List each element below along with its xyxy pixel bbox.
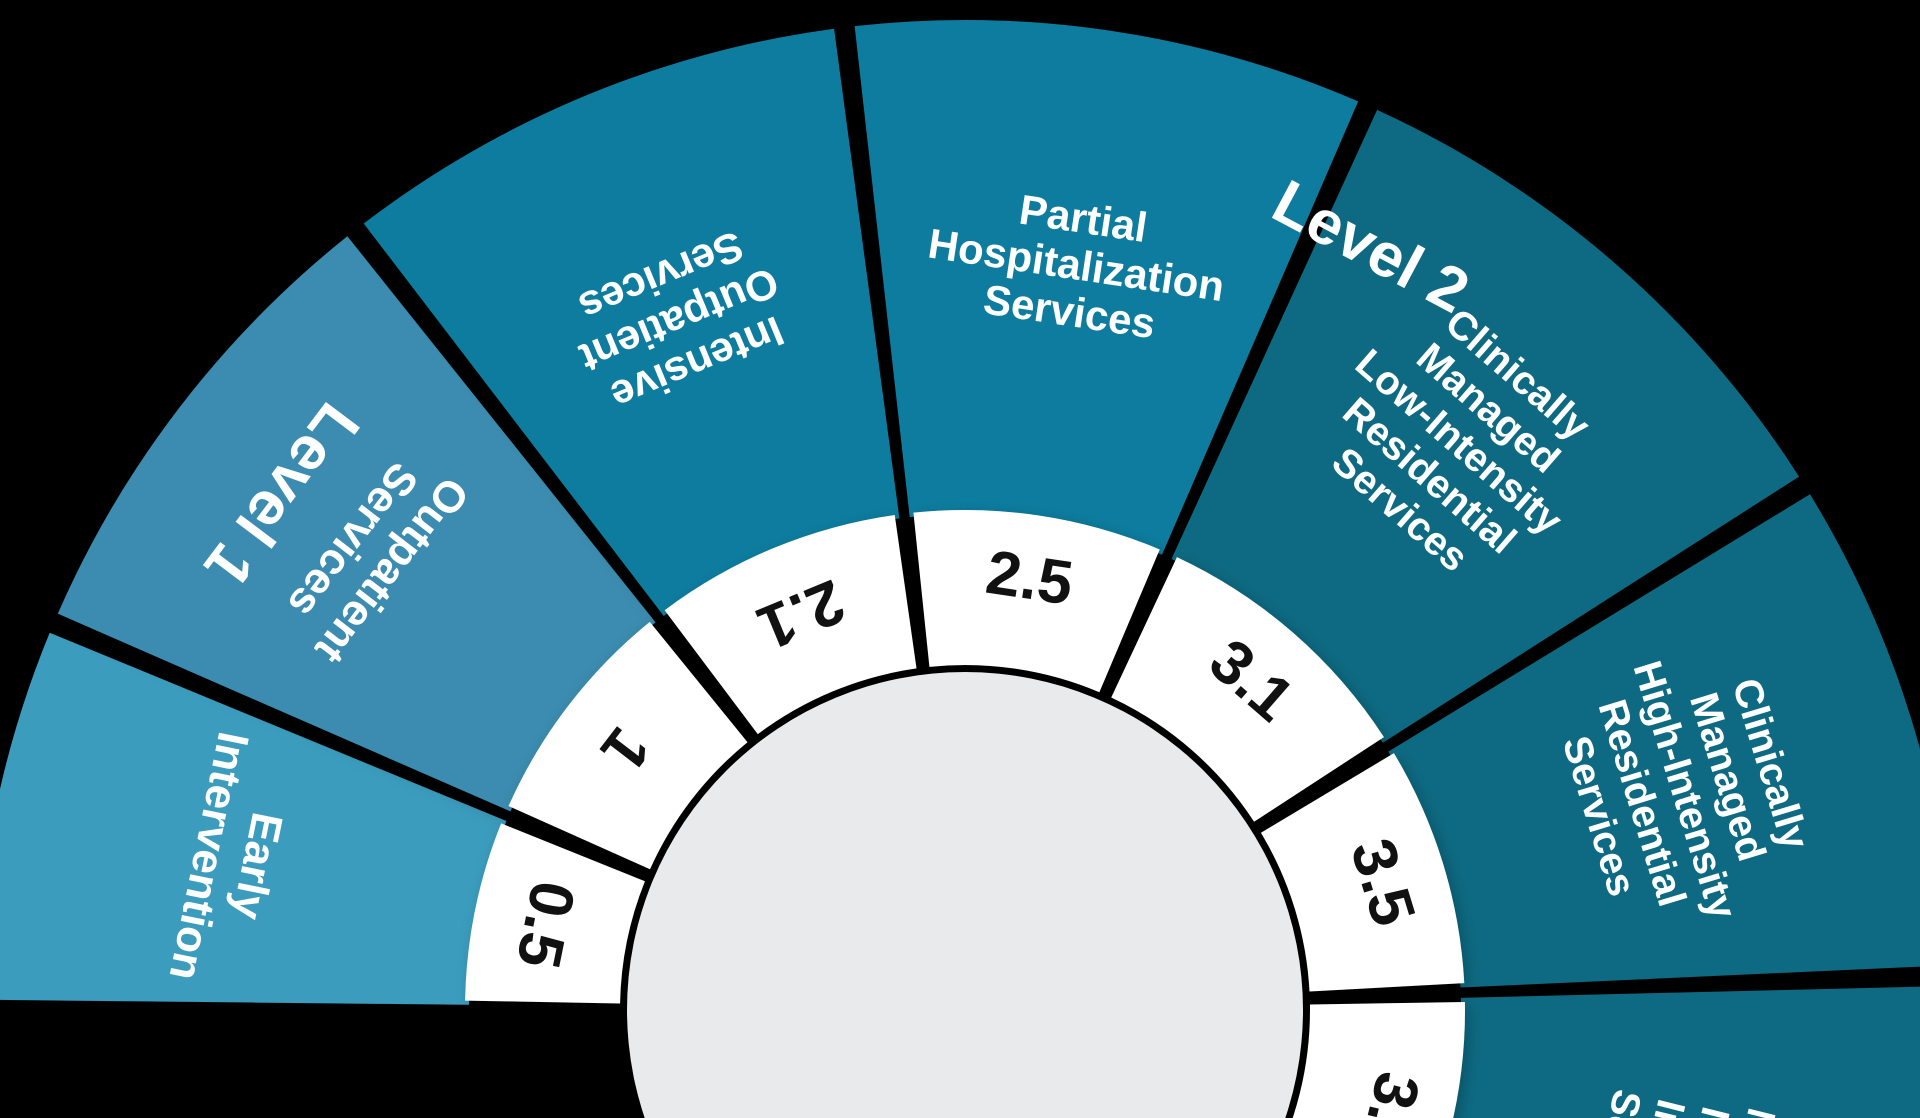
number-label-seg-partial-hospitalization-line: 2.5 [982, 538, 1077, 619]
wedge-seg-intensive-outpatient[interactable] [363, 28, 900, 616]
inner-ring-seg-intensive-outpatient[interactable] [664, 514, 917, 735]
wedge-seg-early-intervention[interactable] [0, 632, 507, 1005]
inner-ring-seg-medically-monitored-inpatient[interactable] [1267, 1001, 1465, 1118]
inner-ring-seg-cm-high-intensity-residential[interactable] [1260, 753, 1465, 992]
wedge-segments-layer [0, 19, 1920, 1118]
number-label-seg-early-intervention-line: 0.5 [503, 875, 588, 973]
inner-ring-seg-partial-hospitalization[interactable] [913, 510, 1160, 693]
wedge-seg-cm-high-intensity-residential[interactable] [1388, 494, 1920, 988]
inner-ring-seg-early-intervention[interactable] [465, 823, 645, 1004]
wedge-seg-cm-low-intensity-residential[interactable] [1171, 109, 1800, 743]
inner-ring-seg-outpatient[interactable] [508, 621, 748, 870]
inner-ring-seg-cm-low-intensity-residential[interactable] [1111, 557, 1384, 822]
wedge-seg-medically-monitored-inpatient[interactable] [1397, 986, 1920, 1118]
wedge-seg-outpatient[interactable] [57, 236, 656, 812]
wedge-seg-partial-hospitalization[interactable] [854, 19, 1359, 555]
number-label-seg-partial-hospitalization: 2.5 [982, 538, 1077, 619]
inner-number-ring-layer [465, 510, 1465, 1118]
wheel-hub [627, 672, 1303, 1118]
number-label-seg-early-intervention: 0.5 [503, 875, 588, 973]
wheel-hub-circle [627, 672, 1303, 1118]
